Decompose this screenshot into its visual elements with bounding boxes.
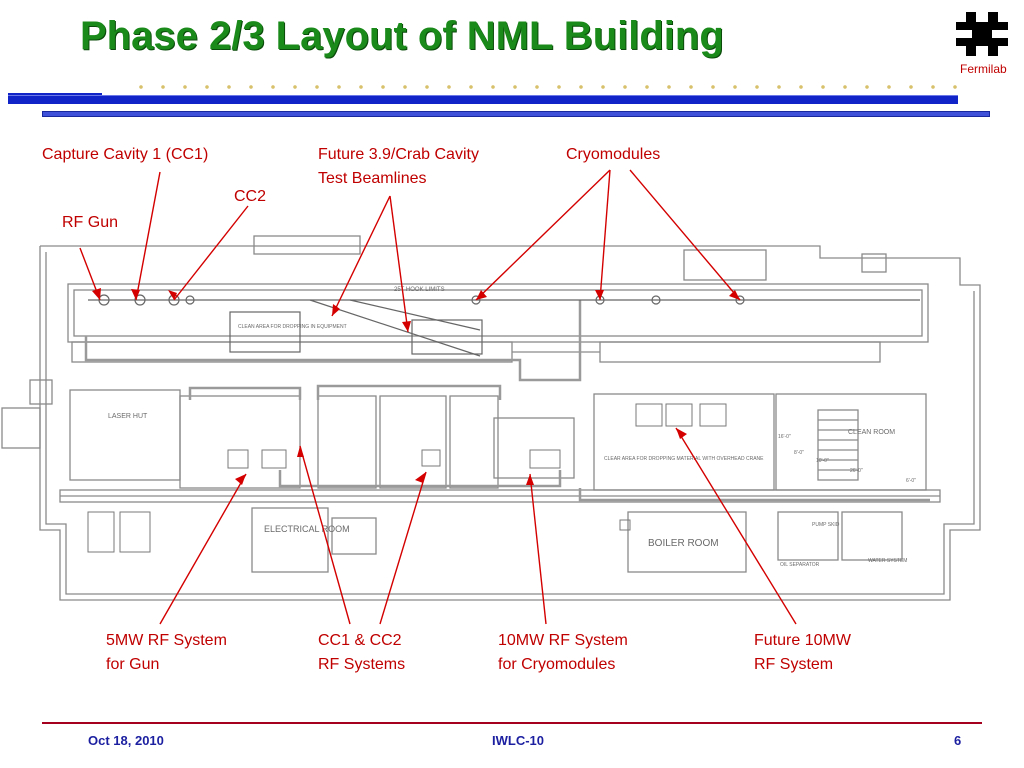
footer-date: Oct 18, 2010 bbox=[88, 733, 164, 748]
title-rule-accent bbox=[8, 93, 102, 95]
plan-label-clean-area-1: CLEAN AREA FOR DROPPING IN EQUIPMENT bbox=[238, 324, 347, 330]
plan-label-water-system: WATER SYSTEM bbox=[868, 558, 907, 564]
slide-title: Phase 2/3 Layout of NML Building bbox=[80, 14, 724, 58]
callout-5mw-rf-line1: 5MW RF System bbox=[106, 632, 227, 649]
plan-dimension-2: 8'-0" bbox=[794, 450, 804, 456]
callout-cc2: CC2 bbox=[234, 188, 267, 205]
plan-label-pump-skid: PUMP SKID bbox=[812, 522, 840, 528]
beamline bbox=[88, 294, 920, 357]
callout-future-39-line1: Future 3.9/Crab Cavity bbox=[318, 146, 479, 163]
callout-cc1-cc2-rf-line2: RF Systems bbox=[318, 656, 406, 673]
callout-future-10mw-line2: RF System bbox=[754, 656, 834, 673]
plan-label-electrical-room: ELECTRICAL ROOM bbox=[264, 524, 350, 534]
callout-future-39-line2: Test Beamlines bbox=[318, 170, 427, 187]
callout-rf-gun: RF Gun bbox=[62, 214, 119, 231]
floor-plan-diagram: LASER HUT ELECTRICAL ROOM BOILER ROOM CL… bbox=[1, 169, 981, 625]
plan-label-clean-area-2: CLEAR AREA FOR DROPPING MATERIAL WITH OV… bbox=[604, 456, 764, 462]
plan-dimension-4: 26'-0" bbox=[850, 468, 863, 474]
title-rule-thin bbox=[42, 111, 990, 117]
callout-cc1-cc2-rf-line1: CC1 & CC2 bbox=[318, 632, 402, 649]
decorative-dot-rule bbox=[130, 84, 960, 90]
footer-page-number: 6 bbox=[954, 733, 962, 748]
footer-rule bbox=[42, 722, 982, 724]
plan-label-boiler-room: BOILER ROOM bbox=[648, 538, 719, 549]
waveguide-runs bbox=[84, 300, 930, 502]
plan-label-laser-hut: LASER HUT bbox=[108, 413, 148, 420]
building-outline bbox=[1, 235, 981, 601]
plan-label-clean-room: CLEAN ROOM bbox=[848, 429, 895, 436]
callout-future-10mw-line1: Future 10MW bbox=[754, 632, 851, 649]
title-rule bbox=[8, 95, 958, 104]
callout-5mw-rf-line2: for Gun bbox=[106, 656, 160, 673]
callout-capture-cavity-1: Capture Cavity 1 (CC1) bbox=[42, 146, 209, 163]
plan-label-oil-separator: OIL SEPARATOR bbox=[780, 562, 820, 568]
logo-text: Fermilab bbox=[960, 62, 1007, 76]
callout-10mw-rf-line2: for Cryomodules bbox=[498, 656, 616, 673]
callout-arrowheads bbox=[92, 288, 740, 485]
fermilab-logo-icon bbox=[956, 12, 1008, 56]
plan-label-hook-limits: 25T HOOK LIMITS bbox=[394, 287, 445, 293]
callout-cryomodules: Cryomodules bbox=[566, 146, 661, 163]
callout-10mw-rf-line1: 10MW RF System bbox=[498, 632, 628, 649]
plan-dimension-3: 10'-0" bbox=[816, 458, 829, 464]
plan-dimension-5: 6'-0" bbox=[906, 478, 916, 484]
plan-dimension-1: 16'-0" bbox=[778, 434, 791, 440]
footer-event: IWLC-10 bbox=[492, 733, 544, 748]
callout-leaders bbox=[79, 169, 797, 625]
